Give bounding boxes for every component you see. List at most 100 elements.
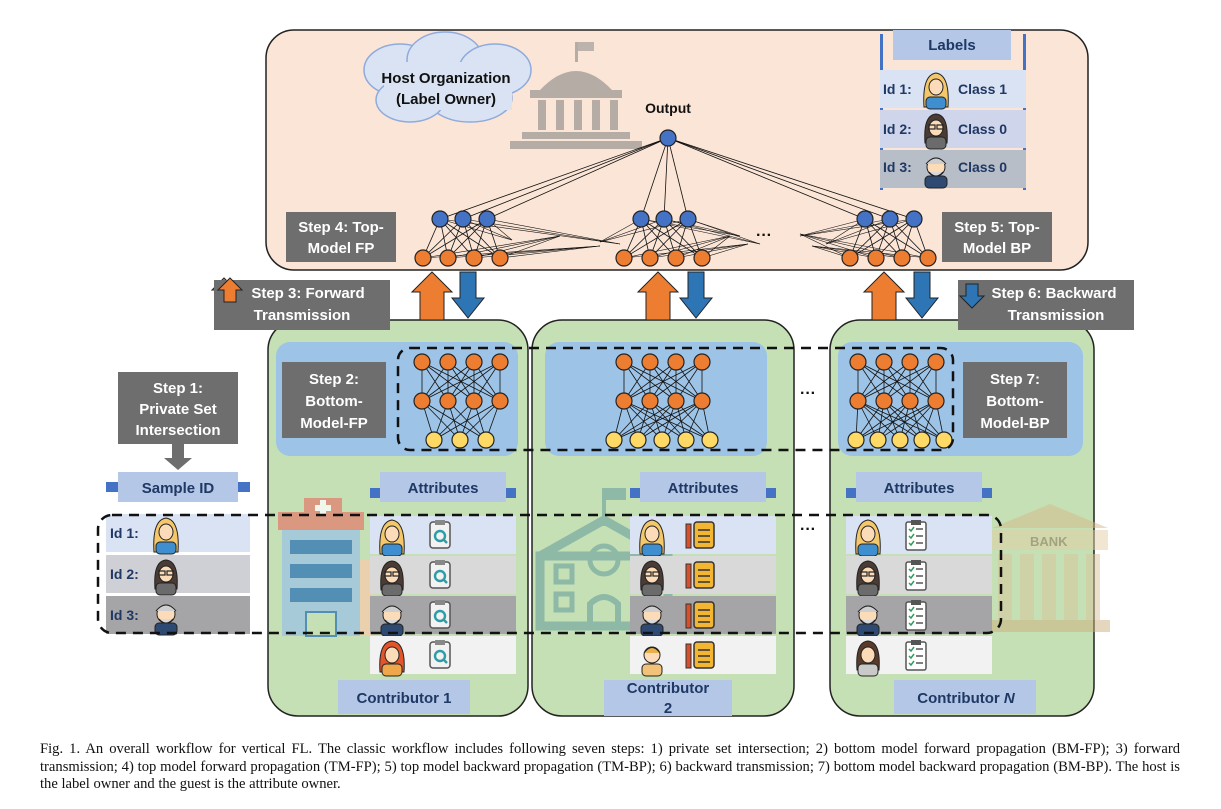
bottom-ellipsis: ··· bbox=[800, 385, 816, 402]
bottom-input-node bbox=[451, 431, 469, 449]
bottom-hidden-node bbox=[615, 392, 633, 410]
bottom-model-nodes bbox=[413, 353, 953, 449]
top-input-node bbox=[439, 249, 457, 267]
step1-box bbox=[118, 372, 238, 444]
sample-id-row-3-text: Id 3: bbox=[110, 607, 139, 623]
bottom-output-node bbox=[667, 353, 685, 371]
step1-line1: Step 1: bbox=[153, 380, 203, 397]
labels-header: Labels bbox=[928, 37, 976, 54]
bank-text: BANK bbox=[1030, 534, 1068, 549]
attributes-header-box bbox=[380, 472, 506, 502]
top-input-node bbox=[893, 249, 911, 267]
bottom-input-node bbox=[477, 431, 495, 449]
upward-arrow-2 bbox=[636, 271, 680, 321]
top-hidden-node bbox=[679, 210, 697, 228]
person-avatar-icon bbox=[380, 560, 404, 597]
step2-box bbox=[282, 362, 386, 438]
attributes-table-3: Attributes bbox=[846, 472, 992, 677]
attributes-header: Attributes bbox=[408, 480, 479, 497]
attributes-header: Attributes bbox=[884, 480, 955, 497]
person-avatar-icon bbox=[856, 640, 880, 677]
notebook-icon bbox=[685, 521, 715, 549]
step7-line1: Step 7: bbox=[990, 371, 1040, 388]
bottom-hidden-node bbox=[927, 392, 945, 410]
output-node bbox=[659, 129, 677, 147]
step1-line3: Intersection bbox=[135, 422, 220, 439]
contributor-n-name-prefix: Contributor bbox=[917, 690, 1004, 707]
bottom-input-node bbox=[701, 431, 719, 449]
bottom-output-node bbox=[413, 353, 431, 371]
sample-id-row-1-text: Id 1: bbox=[110, 525, 139, 541]
bottom-output-node bbox=[615, 353, 633, 371]
checklist-icon bbox=[905, 560, 927, 591]
step1-line2: Private Set bbox=[139, 401, 217, 418]
person-avatar-icon bbox=[856, 560, 880, 597]
top-hidden-node bbox=[856, 210, 874, 228]
step5-line1: Step 5: Top- bbox=[954, 219, 1040, 236]
top-hidden-node bbox=[632, 210, 650, 228]
bottom-output-node bbox=[875, 353, 893, 371]
bottom-input-node bbox=[677, 431, 695, 449]
sample-id-row-2 bbox=[106, 555, 250, 593]
person-avatar-icon bbox=[855, 519, 881, 557]
top-input-node bbox=[465, 249, 483, 267]
step2-line3: Model-FP bbox=[300, 415, 368, 432]
contributor-n-name: Contributor N bbox=[917, 690, 1016, 707]
top-hidden-node bbox=[454, 210, 472, 228]
step3-box bbox=[214, 280, 390, 330]
step1-down-arrow bbox=[164, 444, 192, 470]
labels-row-3-id: Id 3: bbox=[883, 159, 912, 175]
bottom-hidden-node bbox=[875, 392, 893, 410]
bottom-hidden-node bbox=[901, 392, 919, 410]
cloud-label-line2: (Label Owner) bbox=[396, 91, 496, 108]
step6-line1: Step 6: Backward bbox=[991, 285, 1116, 302]
top-hidden-node bbox=[431, 210, 449, 228]
labels-row-2 bbox=[880, 110, 1026, 148]
bottom-hidden-node bbox=[667, 392, 685, 410]
step3-line1: Step 3: Forward bbox=[251, 285, 364, 302]
sample-id-table: Sample ID Id 1: Id 2: Id 3: bbox=[106, 472, 250, 636]
step7-line3: Model-BP bbox=[980, 415, 1049, 432]
bottom-input-node bbox=[869, 431, 887, 449]
bottom-input-node bbox=[891, 431, 909, 449]
bottom-hidden-node bbox=[439, 392, 457, 410]
contributor-2-name-line2: 2 bbox=[664, 700, 672, 717]
labels-row-1-class: Class 1 bbox=[958, 81, 1007, 97]
bottom-output-node bbox=[901, 353, 919, 371]
bottom-hidden-node bbox=[849, 392, 867, 410]
labels-row-1-id: Id 1: bbox=[883, 81, 912, 97]
step7-box bbox=[963, 362, 1067, 438]
government-building-icon bbox=[510, 42, 642, 149]
notebook-icon bbox=[685, 641, 715, 669]
attributes-table-1: Attributes bbox=[370, 472, 516, 677]
attributes-table-2: Attributes bbox=[630, 472, 776, 677]
notebook-icon bbox=[685, 601, 715, 629]
step3-arrow-icon bbox=[216, 277, 244, 303]
output-label: Output bbox=[645, 100, 691, 116]
bottom-input-node bbox=[653, 431, 671, 449]
bottom-output-node bbox=[693, 353, 711, 371]
bottom-model-edges bbox=[421, 361, 945, 441]
top-input-node bbox=[693, 249, 711, 267]
clipboard-icon bbox=[429, 520, 451, 549]
person-avatar-icon bbox=[641, 646, 663, 677]
top-input-node bbox=[867, 249, 885, 267]
bottom-hidden-node bbox=[413, 392, 431, 410]
labels-header-box bbox=[893, 30, 1011, 60]
step7-line2: Bottom- bbox=[986, 393, 1043, 410]
host-ellipsis: ··· bbox=[756, 227, 772, 244]
person-avatar-icon bbox=[379, 519, 405, 557]
top-hidden-node bbox=[478, 210, 496, 228]
bottom-input-node bbox=[425, 431, 443, 449]
labels-row-3-class: Class 0 bbox=[958, 159, 1007, 175]
top-input-node bbox=[414, 249, 432, 267]
top-input-node bbox=[615, 249, 633, 267]
figure-caption: Fig. 1. An overall workflow for vertical… bbox=[40, 741, 1180, 792]
bottom-output-node bbox=[491, 353, 509, 371]
top-input-node bbox=[667, 249, 685, 267]
school-icon bbox=[535, 488, 673, 631]
bottom-output-node bbox=[465, 353, 483, 371]
contributor-n-name-italic: N bbox=[1004, 690, 1016, 707]
labels-row-2-id: Id 2: bbox=[883, 121, 912, 137]
downward-arrow-n bbox=[904, 271, 940, 319]
